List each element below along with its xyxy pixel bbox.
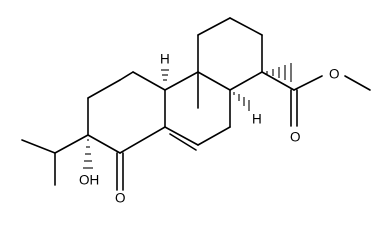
h-top-label: H	[160, 52, 170, 67]
methyl-hashed-wedge	[266, 63, 292, 82]
ester-bonds	[261, 71, 371, 127]
oh-hashed-wedge	[83, 139, 93, 169]
ester-oxygen-label: O	[329, 67, 340, 82]
ketone-bond	[116, 152, 124, 191]
h-right-hashed-wedge	[233, 92, 250, 111]
hydroxyl-label: OH	[79, 173, 99, 188]
ring-b-bonds	[164, 71, 231, 151]
isopropyl-bonds	[21, 134, 89, 186]
h-top-hashed-wedge	[161, 69, 169, 81]
ring-a-bonds	[87, 71, 166, 154]
carbonyl-oxygen-label: O	[290, 130, 301, 145]
h-right-label: H	[252, 112, 262, 127]
ketone-oxygen-label: O	[115, 191, 126, 206]
chemical-structure-diagram: H H OH O O O	[21, 17, 371, 206]
ring-c-bonds	[197, 17, 263, 91]
